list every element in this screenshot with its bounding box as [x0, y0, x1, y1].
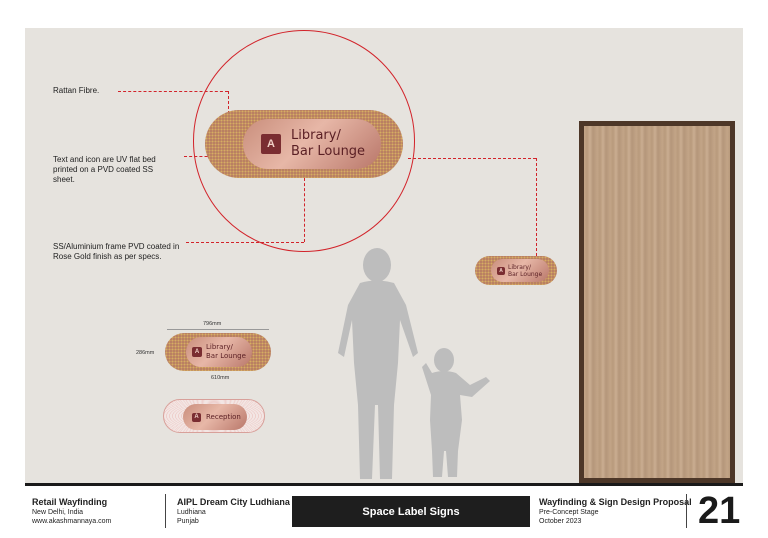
dim-width-top: 796mm: [203, 321, 222, 327]
child-head: [434, 348, 454, 372]
sign-dim-line1: Library/: [206, 343, 233, 351]
annotation-uv-print: Text and icon are UV flat bed printed on…: [53, 155, 156, 184]
sign-dim-line2: Bar Lounge: [206, 352, 246, 360]
footer-right: Wayfinding & Sign Design Proposal Pre-Co…: [539, 497, 692, 526]
page-number: 21: [698, 490, 741, 532]
sign-label-line2: Bar Lounge: [291, 144, 366, 159]
leader-rattan-h: [118, 91, 228, 92]
footer-divider-2: [686, 494, 687, 528]
library-sign-large: A Library/ Bar Lounge: [205, 110, 403, 178]
footer-left-line1: New Delhi, India: [32, 509, 83, 516]
library-sign-wall: A Library/ Bar Lounge: [475, 256, 557, 285]
reception-label: Reception: [206, 413, 241, 421]
footer-right-title: Wayfinding & Sign Design Proposal: [539, 497, 692, 507]
adult-head: [363, 248, 391, 282]
dim-height: 286mm: [136, 350, 155, 356]
footer-left-title: Retail Wayfinding: [32, 497, 108, 507]
reception-plate: A Reception: [183, 404, 247, 430]
footer-project-line2: Punjab: [177, 518, 199, 525]
leader-sign-v: [536, 158, 537, 256]
footer-left: Retail Wayfinding New Delhi, India www.a…: [32, 497, 111, 526]
sign-plate-dim: A Library/ Bar Lounge: [186, 337, 252, 367]
footer-project-line1: Ludhiana: [177, 509, 206, 516]
library-icon: A: [261, 134, 281, 154]
annotation-frame: SS/Aluminium frame PVD coated in Rose Go…: [53, 242, 180, 261]
child-body: [422, 363, 490, 477]
dim-width-bottom: 610mm: [211, 375, 230, 381]
sign-label-line1: Library/: [291, 128, 341, 143]
footer-divider-1: [165, 494, 166, 528]
footer-right-line1: Pre-Concept Stage: [539, 509, 599, 516]
library-icon-dim: A: [192, 347, 202, 357]
footer-left-line2: www.akashmannaya.com: [32, 518, 112, 525]
sign-wall-line1: Library/: [508, 263, 532, 271]
footer-project-title: AIPL Dream City Ludhiana: [177, 497, 290, 507]
floor-line: [25, 483, 743, 486]
magnifier-circle: [193, 30, 415, 252]
footer-project: AIPL Dream City Ludhiana Ludhiana Punjab: [177, 497, 290, 526]
sign-wall-line2: Bar Lounge: [508, 270, 543, 278]
reception-icon: A: [192, 412, 201, 422]
sign-plate: A Library/ Bar Lounge: [243, 119, 381, 169]
leader-sign-h: [408, 158, 536, 159]
adult-body: [338, 280, 418, 479]
library-icon-small: A: [497, 266, 505, 275]
door-leaf: [584, 126, 730, 478]
door: [579, 121, 735, 483]
annotation-rattan: Rattan Fibre.: [53, 86, 100, 95]
reception-sign: A Reception: [163, 399, 265, 433]
footer-right-line2: October 2023: [539, 518, 582, 525]
leader-frame-h: [186, 242, 304, 243]
human-silhouettes: [338, 248, 490, 479]
footer-center-title: Space Label Signs: [292, 496, 530, 527]
sign-plate-small: A Library/ Bar Lounge: [491, 259, 549, 282]
dim-line-top: [167, 329, 269, 330]
library-sign-dim: A Library/ Bar Lounge: [165, 333, 271, 371]
